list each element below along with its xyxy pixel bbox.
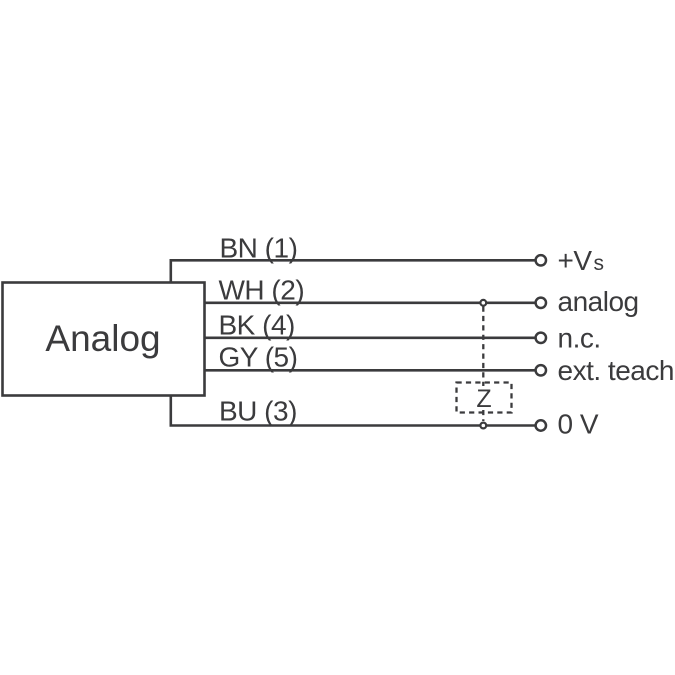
wire-label-wh: WH (2) xyxy=(219,274,305,305)
junction-node-0v xyxy=(479,421,488,430)
wire-label-bk: BK (4) xyxy=(219,309,295,340)
terminal-label-vs-main: +V xyxy=(558,245,593,276)
wire-bn xyxy=(169,259,535,283)
terminal-node-analog xyxy=(534,296,548,310)
terminal-label-analog: analog xyxy=(558,286,639,317)
wire-label-bu: BU (3) xyxy=(219,396,297,427)
terminal-label-vs: +Vs xyxy=(558,245,604,276)
junction-node-analog xyxy=(479,298,488,307)
terminal-label-nc: n.c. xyxy=(558,323,601,354)
wire-bu xyxy=(169,395,535,427)
wire-label-gy: GY (5) xyxy=(219,342,298,373)
analog-device-label: Analog xyxy=(45,318,160,359)
terminal-label-vs-subscript: s xyxy=(594,252,604,275)
terminal-node-vs xyxy=(534,253,548,267)
terminal-node-ext-teach xyxy=(534,363,548,377)
terminal-node-0v xyxy=(534,419,548,432)
impedance-label-backing xyxy=(472,386,495,410)
wire-label-bn: BN (1) xyxy=(220,232,298,263)
impedance-z-box xyxy=(455,381,513,414)
impedance-z-label: Z xyxy=(476,385,491,413)
terminal-node-nc xyxy=(534,331,548,345)
terminal-label-0v: 0 V xyxy=(558,409,599,440)
analog-device-box xyxy=(1,281,206,397)
terminal-label-ext-teach: ext. teach xyxy=(558,355,674,386)
